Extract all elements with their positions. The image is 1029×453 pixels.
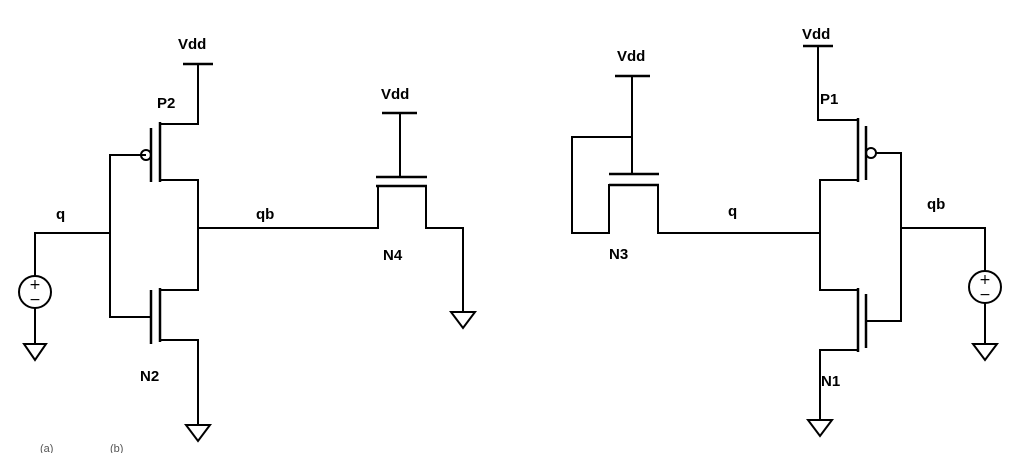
wire-q bbox=[657, 184, 821, 234]
wire-n1-source bbox=[819, 349, 859, 421]
source-minus-sign: − bbox=[29, 292, 41, 308]
wire-n1-drain bbox=[819, 232, 859, 291]
label-node-qb: qb bbox=[256, 206, 274, 223]
label-p2: P2 bbox=[157, 95, 175, 112]
voltage-source-left: + − bbox=[18, 275, 52, 309]
ground-icon bbox=[806, 419, 834, 438]
ground-icon bbox=[971, 343, 999, 362]
label-n1: N1 bbox=[821, 373, 840, 390]
label-node-q: q bbox=[56, 206, 65, 223]
label-node-qb: qb bbox=[927, 196, 945, 213]
wire-p1-drain bbox=[819, 179, 859, 234]
wire-n4-right bbox=[425, 185, 464, 313]
source-plus-sign: + bbox=[979, 272, 991, 288]
voltage-source-right: + − bbox=[968, 270, 1002, 304]
pmos-bubble-icon bbox=[865, 147, 877, 159]
source-plus-sign: + bbox=[29, 277, 41, 293]
caption-b: (b) bbox=[110, 443, 123, 453]
ground-icon bbox=[184, 424, 212, 443]
label-node-q: q bbox=[728, 203, 737, 220]
left-circuit: + − q Vdd P2 N2 qb bbox=[18, 36, 477, 453]
wire-gate-common bbox=[109, 154, 151, 318]
right-circuit: Vdd N3 q Vdd P1 N1 qb + − bbox=[110, 26, 1002, 453]
wire-p2-source bbox=[159, 63, 199, 125]
label-n3: N3 bbox=[609, 246, 628, 263]
label-p1: P1 bbox=[820, 91, 838, 108]
wire-qb bbox=[900, 227, 986, 272]
transistor-p2 bbox=[140, 62, 213, 229]
transistor-n3 bbox=[571, 74, 821, 234]
wire-p1-source bbox=[817, 45, 859, 121]
transistor-n4 bbox=[376, 111, 477, 330]
transistor-p1 bbox=[803, 44, 902, 322]
transistor-n1 bbox=[806, 232, 868, 438]
label-n2: N2 bbox=[140, 368, 159, 385]
ground-icon bbox=[449, 311, 477, 330]
label-vdd-n3: Vdd bbox=[617, 48, 645, 65]
caption-a: (a) bbox=[40, 443, 53, 453]
wire-n3-feedback bbox=[571, 136, 633, 234]
source-minus-sign: − bbox=[979, 287, 991, 303]
wire-gate-common bbox=[865, 152, 902, 322]
transistor-n2 bbox=[149, 227, 212, 443]
wire-q-input bbox=[34, 232, 111, 277]
wire-n2-source bbox=[159, 339, 199, 426]
label-vdd-p2: Vdd bbox=[178, 36, 206, 53]
ground-icon bbox=[22, 343, 48, 362]
label-n4: N4 bbox=[383, 247, 403, 264]
label-vdd-p1: Vdd bbox=[802, 26, 830, 43]
wire-n2-drain bbox=[159, 227, 199, 291]
wire-p2-drain bbox=[159, 179, 199, 229]
label-vdd-n4: Vdd bbox=[381, 86, 409, 103]
